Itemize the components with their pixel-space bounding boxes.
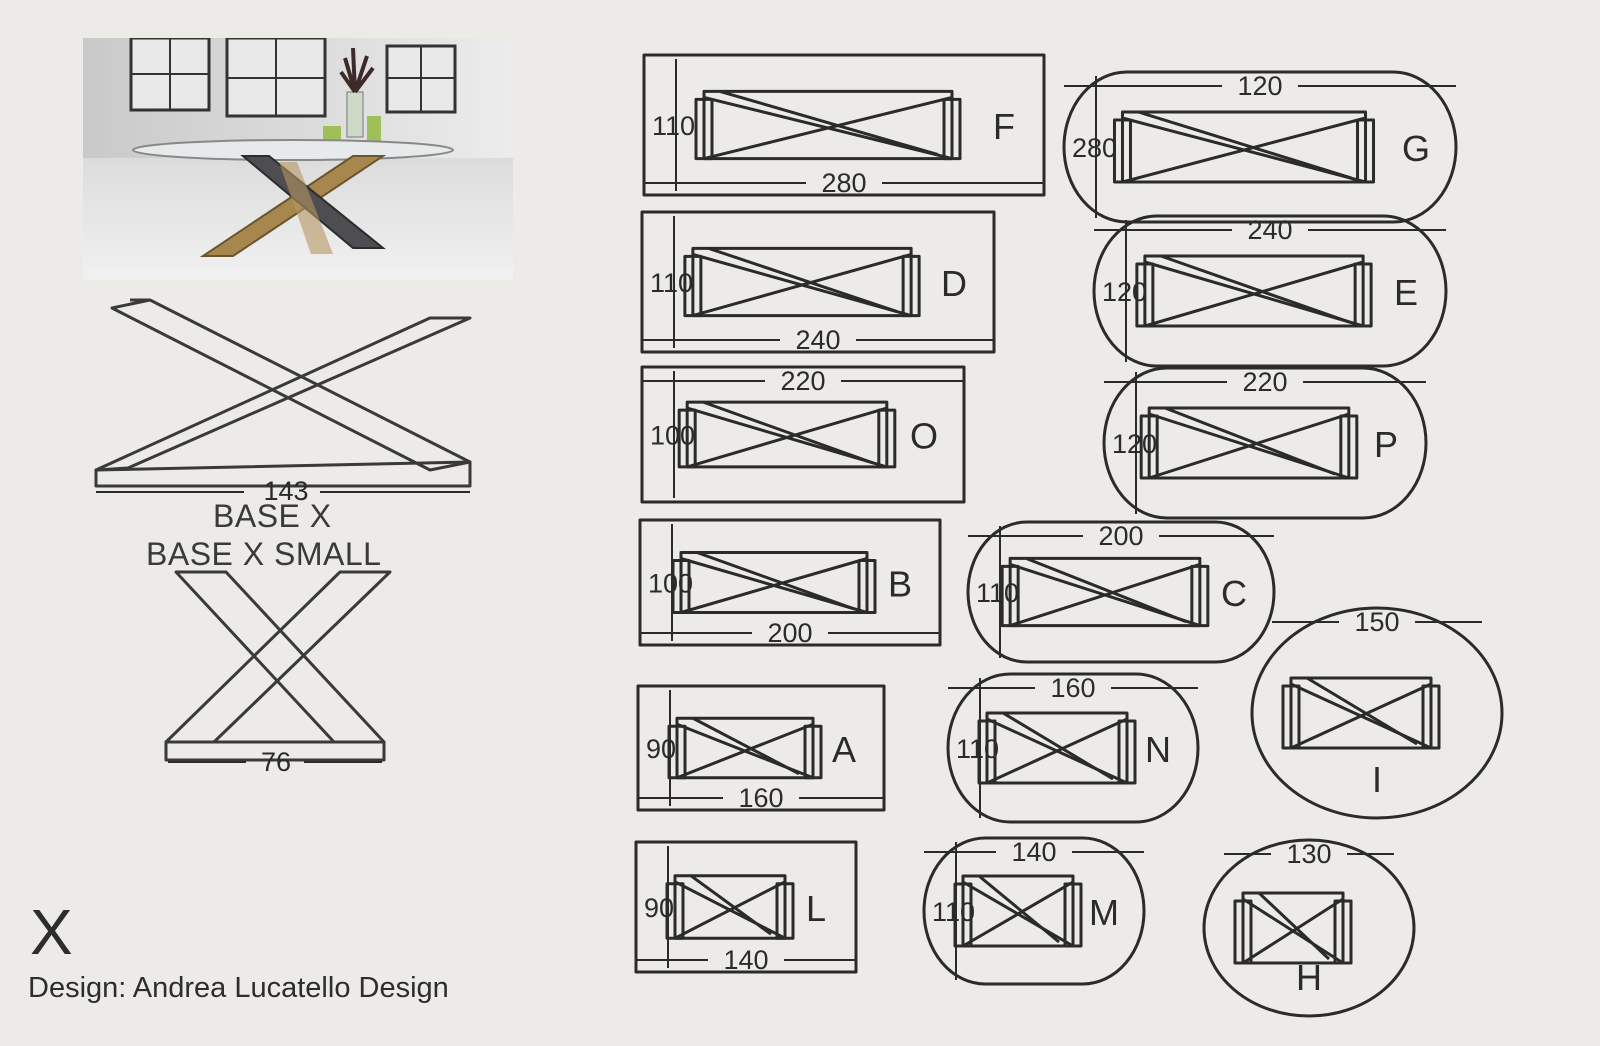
table-a-letter: A (832, 729, 856, 770)
table-e-top (1092, 214, 1448, 368)
table-e-width: 120 (1102, 277, 1147, 307)
table-f-top (642, 53, 1046, 197)
table-m-letter: M (1089, 892, 1119, 933)
table-l-top (634, 840, 858, 974)
table-h-length: 130 (1286, 839, 1331, 869)
table-n-width: 110 (956, 734, 999, 764)
table-d: 240 110 D (640, 210, 996, 355)
table-a-width: 90 (646, 734, 676, 764)
table-g: 120 280 G (1062, 70, 1458, 224)
collection-name: X (30, 896, 73, 968)
table-i-letter: I (1372, 759, 1382, 800)
table-n-length: 160 (1050, 673, 1095, 703)
table-b-base (671, 551, 877, 614)
table-c-letter: C (1221, 573, 1247, 614)
table-p-width: 120 (1112, 429, 1157, 459)
table-h-letter: H (1296, 957, 1322, 998)
table-l: 140 90 L (634, 840, 858, 975)
table-e-length: 240 (1247, 215, 1292, 245)
table-o-top (640, 365, 966, 504)
base-x-small-label: BASE X SMALL (146, 536, 382, 572)
table-i-base (1281, 676, 1441, 750)
table-m-base (953, 874, 1083, 948)
base-x-small-width: 76 (261, 747, 291, 777)
table-a-top (636, 684, 886, 812)
designer-credit: Design: Andrea Lucatello Design (28, 972, 449, 1004)
table-p-length: 220 (1242, 367, 1287, 397)
table-m-top (922, 836, 1146, 986)
table-d-letter: D (941, 263, 967, 304)
table-f: 280 110 F (642, 53, 1046, 198)
table-n: 160 110 N (946, 672, 1200, 824)
table-h-base (1233, 891, 1353, 965)
table-g-letter: G (1402, 128, 1430, 169)
table-c-width: 110 (976, 578, 1019, 608)
table-o-letter: O (910, 416, 938, 457)
table-f-letter: F (993, 106, 1015, 147)
table-a: 160 90 A (636, 684, 886, 813)
table-a-base (667, 716, 823, 780)
table-m-width: 110 (932, 897, 975, 927)
table-g-base (1112, 110, 1376, 184)
table-d-top (640, 210, 996, 354)
table-d-width: 110 (650, 268, 693, 298)
table-l-base (665, 874, 795, 940)
table-n-top (946, 672, 1200, 824)
table-b-length: 200 (767, 618, 812, 648)
table-o: 220 100 O (640, 365, 966, 504)
table-g-length: 120 (1237, 71, 1282, 101)
table-c-top (966, 520, 1276, 664)
table-b-width: 100 (648, 569, 693, 599)
table-m-length: 140 (1011, 837, 1056, 867)
table-e: 240 120 E (1092, 214, 1448, 368)
product-photo (83, 38, 513, 280)
table-c-base (1000, 556, 1210, 628)
table-p: 220 120 P (1102, 366, 1428, 520)
table-g-width: 280 (1072, 133, 1117, 163)
table-i-top (1250, 606, 1504, 820)
table-n-letter: N (1145, 729, 1171, 770)
table-e-letter: E (1394, 272, 1418, 313)
table-n-base (977, 711, 1137, 785)
table-i-length: 150 (1354, 607, 1399, 637)
table-l-width: 90 (644, 893, 674, 923)
table-b: 200 100 B (638, 518, 942, 648)
table-o-length: 220 (780, 366, 825, 396)
table-b-top (638, 518, 942, 647)
table-l-letter: L (806, 888, 826, 929)
table-c: 200 110 C (966, 520, 1276, 664)
table-m: 140 110 M (922, 836, 1146, 986)
base-x-width: 143 (263, 476, 308, 506)
table-g-top (1062, 70, 1458, 224)
table-o-base (677, 400, 897, 469)
table-f-length: 280 (821, 168, 866, 198)
table-c-length: 200 (1098, 521, 1143, 551)
table-o-width: 100 (650, 421, 695, 451)
table-d-base (683, 246, 921, 318)
table-f-width: 110 (652, 111, 695, 141)
table-f-base (694, 89, 962, 161)
base-x-label: BASE X (213, 498, 332, 534)
table-b-letter: B (888, 564, 912, 605)
table-l-length: 140 (723, 945, 768, 975)
table-p-base (1139, 406, 1359, 480)
base-x-drawing (94, 298, 472, 488)
table-a-length: 160 (738, 783, 783, 813)
table-p-top (1102, 366, 1428, 520)
table-d-length: 240 (795, 325, 840, 355)
table-p-letter: P (1374, 424, 1398, 465)
base-x-small-drawing (164, 570, 392, 762)
table-h-top (1202, 838, 1416, 1018)
table-e-base (1135, 254, 1373, 328)
